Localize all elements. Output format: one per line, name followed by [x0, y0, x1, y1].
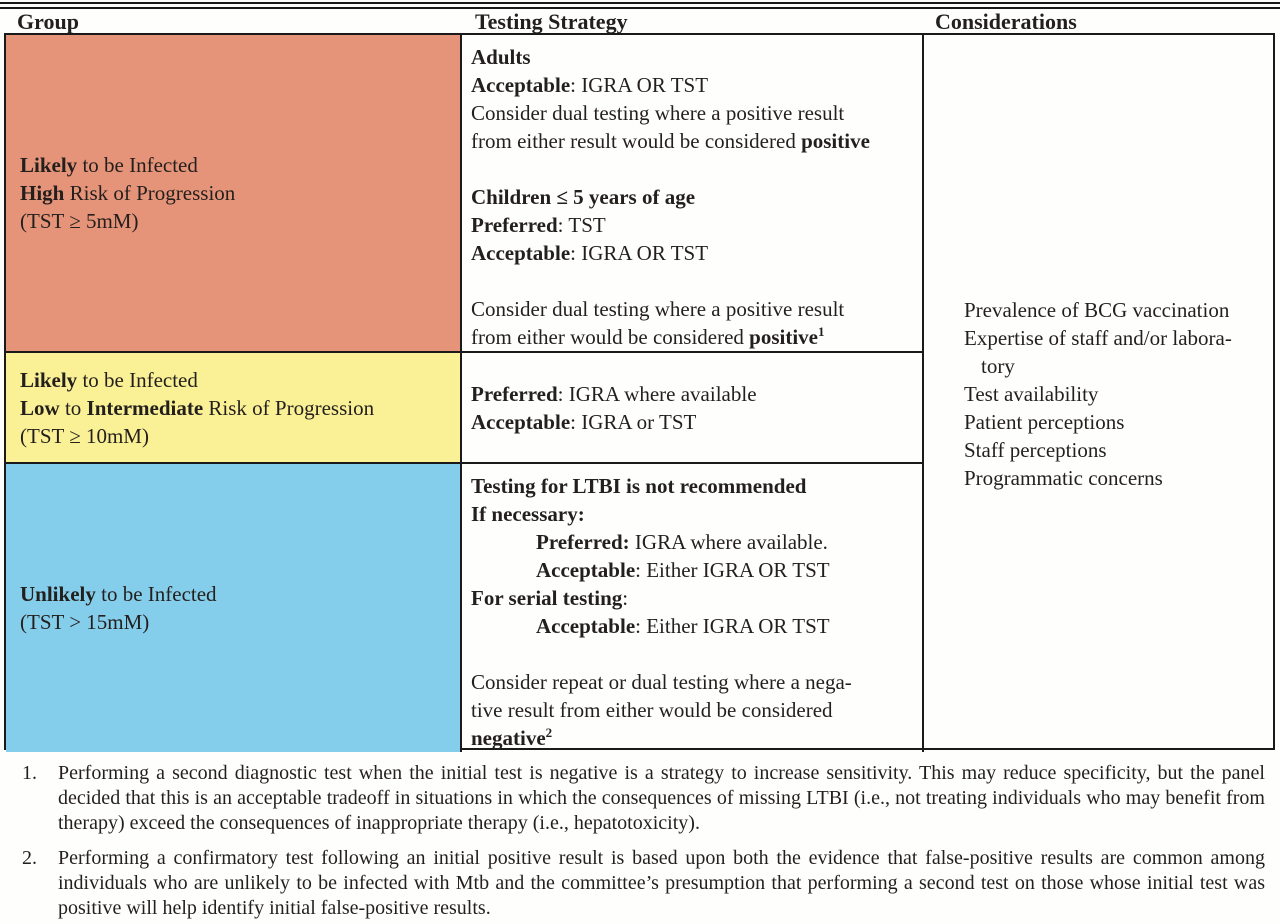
text-line: Acceptable: IGRA OR TST — [471, 73, 709, 97]
text-line: from either would be considered positive… — [471, 324, 825, 349]
column-header-group: Group — [17, 9, 79, 34]
text-line: (TST ≥ 5mM) — [20, 209, 139, 233]
text-line: Testing for LTBI is not recommended — [471, 474, 807, 498]
text-line: tory — [981, 353, 1015, 378]
text-line: For serial testing: — [471, 586, 629, 610]
footnote-1: 1. Performing a second diagnostic test w… — [20, 761, 1265, 836]
text-line: If necessary: — [471, 502, 585, 526]
table-header-row: Group Testing Strategy Considerations — [0, 9, 1280, 34]
text-line: Programmatic concerns — [964, 465, 1163, 490]
column-header-considerations: Considerations — [935, 9, 1077, 34]
footnote-1-number: 1. — [22, 762, 37, 784]
footnote-1-text: Performing a second diagnostic test when… — [58, 762, 1265, 834]
text-line: negative2 — [471, 725, 553, 750]
strategy-cell-unlikely-infected: Testing for LTBI is not recommended If ne… — [462, 464, 924, 752]
text-line: Consider repeat or dual testing where a … — [471, 670, 852, 694]
text-line: from either result would be considered p… — [471, 129, 870, 153]
text-line: Acceptable: IGRA or TST — [471, 409, 697, 434]
footnote-2-number: 2. — [22, 847, 37, 869]
text-line: (TST ≥ 10mM) — [20, 423, 149, 448]
top-rule-upper — [0, 2, 1280, 4]
text-line — [471, 155, 918, 183]
text-line: Likely to be Infected — [20, 367, 198, 392]
text-line: Staff perceptions — [964, 437, 1107, 462]
text-line: Acceptable: Either IGRA OR TST — [536, 558, 830, 582]
footnote-2-text: Performing a confirmatory test following… — [58, 847, 1265, 919]
text-line: Children ≤ 5 years of age — [471, 185, 696, 209]
text-line: Low to Intermediate Risk of Progression — [20, 395, 375, 420]
text-line: Patient perceptions — [964, 409, 1125, 434]
column-header-testing-strategy: Testing Strategy — [475, 9, 628, 34]
text-line: Likely to be Infected — [20, 153, 198, 177]
text-line: Expertise of staff and/or labora- — [964, 325, 1232, 350]
footnote-2: 2. Performing a confirmatory test follow… — [20, 846, 1265, 921]
text-line: Acceptable: IGRA OR TST — [471, 241, 709, 265]
text-line: Preferred: IGRA where available — [471, 381, 757, 406]
text-line: tive result from either would be conside… — [471, 698, 833, 722]
text-line: High Risk of Progression — [20, 181, 236, 205]
text-line: Adults — [471, 45, 531, 69]
text-line: Consider dual testing where a positive r… — [471, 101, 845, 125]
text-line: Test availability — [964, 381, 1099, 406]
text-line: (TST > 15mM) — [20, 610, 150, 634]
text-line: Consider dual testing where a positive r… — [471, 297, 845, 321]
group-cell-unlikely-infected: Unlikely to be Infected (TST > 15mM) — [6, 464, 462, 752]
text-line — [471, 640, 918, 668]
text-line: Unlikely to be Infected — [20, 582, 217, 606]
footnotes: 1. Performing a second diagnostic test w… — [20, 761, 1265, 921]
top-rule-lower — [0, 7, 1280, 9]
text-line: Preferred: TST — [471, 213, 606, 237]
text-line: Prevalence of BCG vaccination — [964, 297, 1230, 322]
text-line: Acceptable: Either IGRA OR TST — [536, 614, 830, 638]
text-line: Preferred: IGRA where available. — [536, 530, 828, 554]
text-line — [471, 267, 918, 295]
